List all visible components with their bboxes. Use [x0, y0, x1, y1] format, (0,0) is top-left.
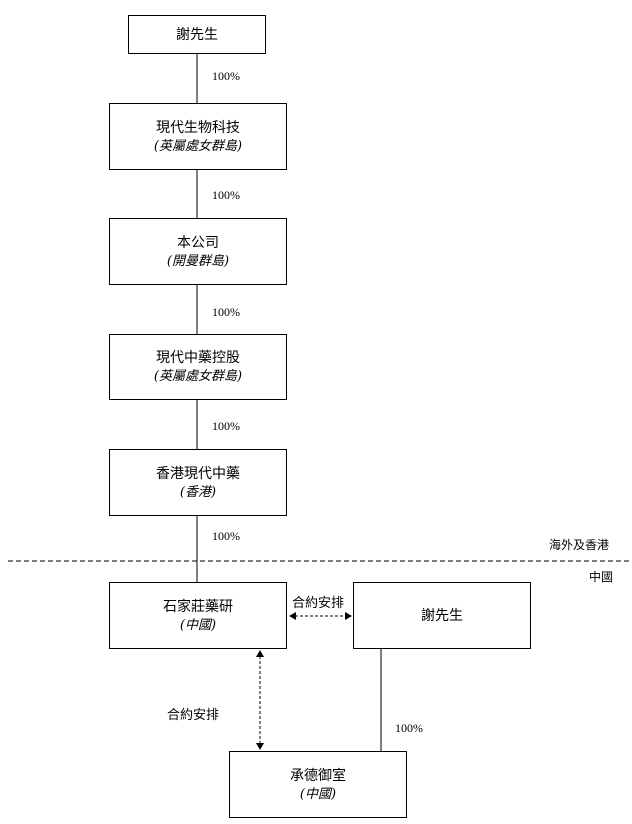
entity-box-chengde-yushi: 承德御室 (中國)	[229, 751, 407, 818]
entity-jurisdiction: (英屬處女群島)	[153, 369, 243, 384]
entity-name: 石家莊藥研	[163, 598, 233, 615]
entity-box-xiandai-zhongyao-holdings: 現代中藥控股 (英屬處女群島)	[109, 334, 287, 400]
entity-name: 謝先生	[421, 607, 463, 624]
ownership-pct: 100%	[212, 529, 240, 543]
entity-jurisdiction: (中國)	[179, 617, 217, 633]
entity-jurisdiction: (英屬處女群島)	[153, 138, 243, 154]
contract-label-vertical: 合約安排	[167, 708, 220, 723]
entity-jurisdiction: (中國)	[299, 786, 337, 802]
ownership-pct: 100%	[212, 419, 240, 433]
entity-box-xiandai-bio: 現代生物科技 (英屬處女群島)	[109, 103, 287, 170]
region-label-overseas: 海外及香港	[549, 538, 610, 552]
entity-box-hk-xiandai-zhongyao: 香港現代中藥 (香港)	[109, 449, 287, 516]
entity-box-mr-xie-right: 謝先生	[353, 582, 531, 649]
entity-name: 承德御室	[290, 767, 346, 784]
entity-name: 香港現代中藥	[156, 465, 240, 482]
entity-box-shijiazhuang: 石家莊藥研 (中國)	[109, 582, 287, 649]
entity-name: 謝先生	[176, 26, 218, 43]
entity-jurisdiction: (開曼群島)	[166, 253, 230, 269]
entity-name: 現代中藥控股	[156, 350, 240, 366]
region-label-china: 中國	[589, 570, 614, 584]
entity-box-mr-xie-top: 謝先生	[128, 15, 266, 54]
ownership-pct: 100%	[212, 69, 240, 83]
ownership-pct: 100%	[212, 305, 240, 319]
entity-jurisdiction: (香港)	[179, 484, 217, 500]
entity-name: 現代生物科技	[156, 119, 240, 136]
contract-label-horizontal: 合約安排	[292, 596, 345, 611]
ownership-pct: 100%	[395, 721, 423, 735]
ownership-pct: 100%	[212, 188, 240, 202]
entity-box-company: 本公司 (開曼群島)	[109, 218, 287, 285]
entity-name: 本公司	[177, 234, 219, 251]
